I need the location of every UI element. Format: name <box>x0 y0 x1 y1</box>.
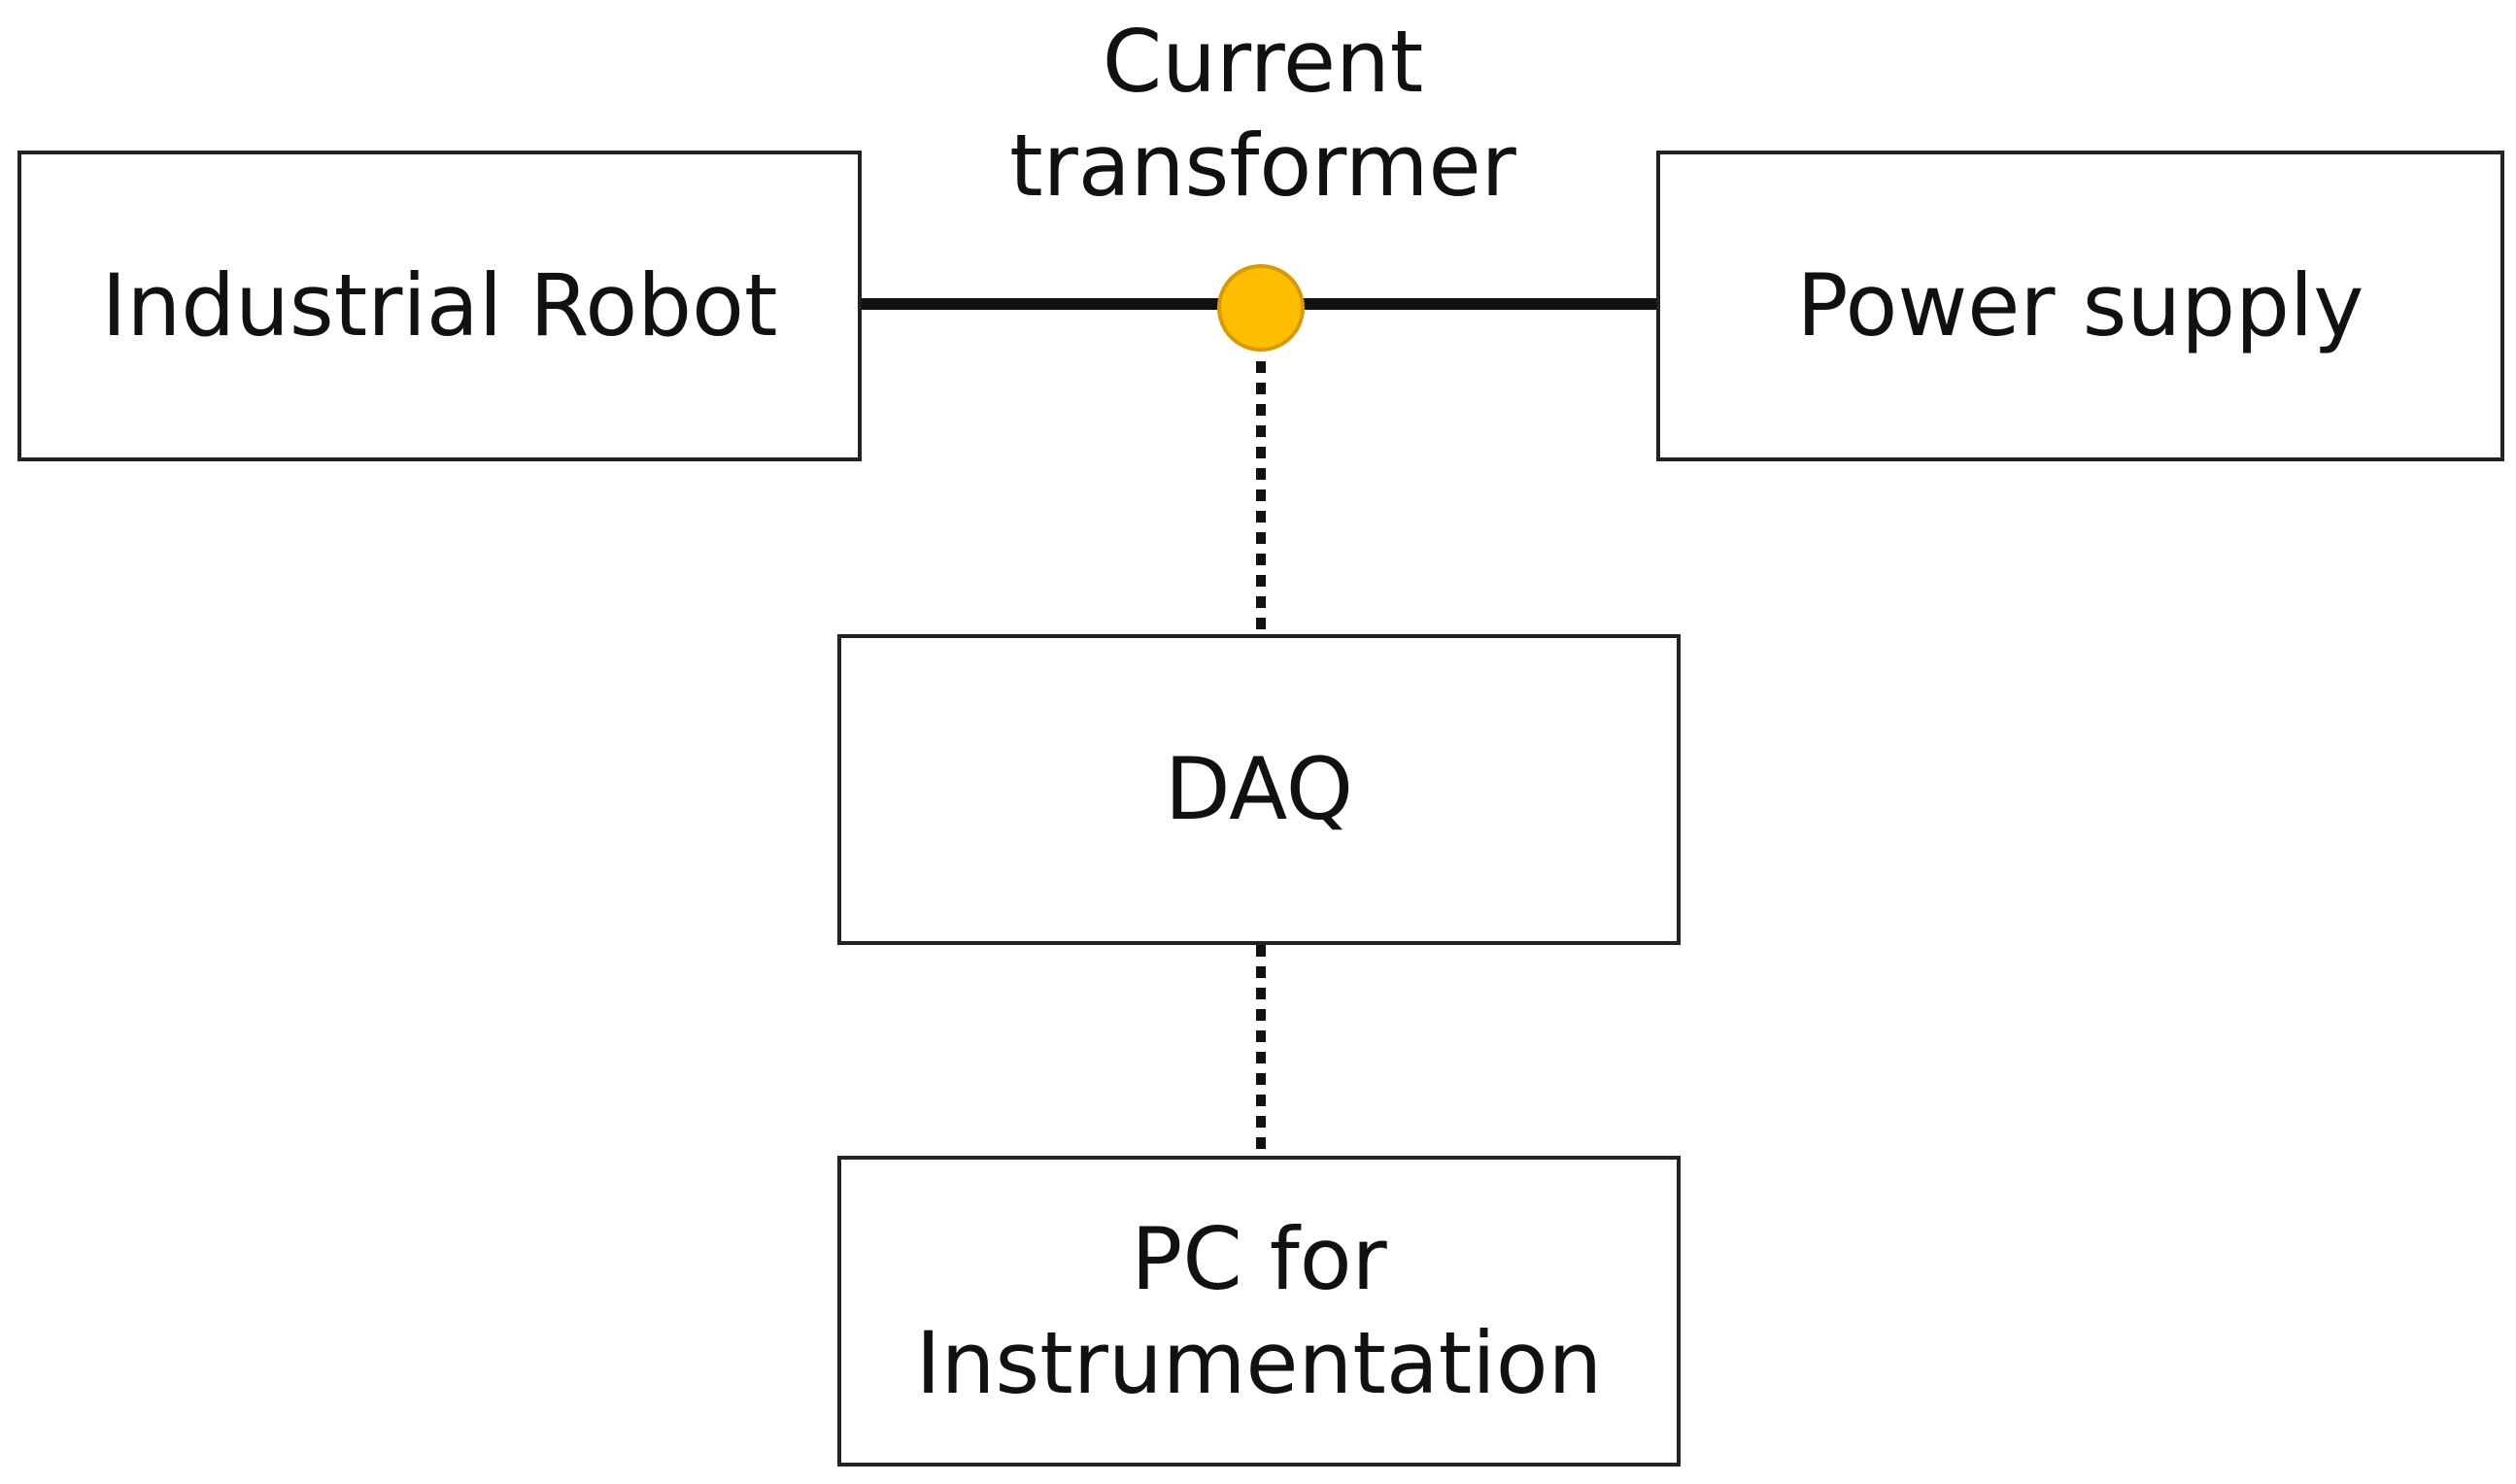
power-supply-label: Power supply <box>1796 255 2364 356</box>
industrial-robot-label: Industrial Robot <box>101 255 778 356</box>
industrial-robot-box: Industrial Robot <box>17 151 862 461</box>
current-transformer-label: Current transformer <box>1009 12 1516 217</box>
current-transformer-node <box>1217 264 1305 352</box>
pc-for-instrumentation-label: PC for Instrumentation <box>915 1208 1603 1413</box>
daq-box: DAQ <box>837 634 1681 945</box>
power-supply-box: Power supply <box>1656 151 2504 461</box>
pc-for-instrumentation-box: PC for Instrumentation <box>837 1156 1681 1467</box>
daq-label: DAQ <box>1164 739 1354 840</box>
